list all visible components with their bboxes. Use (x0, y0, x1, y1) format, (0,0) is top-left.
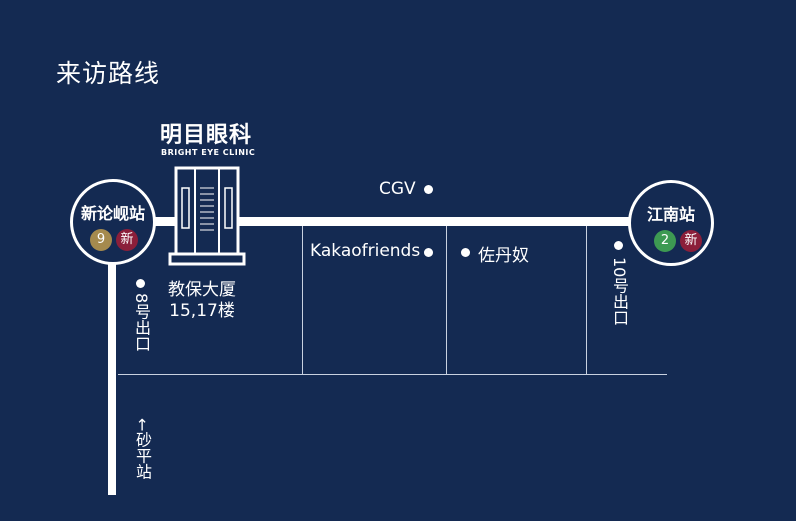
poi-kakaofriends-marker (424, 248, 433, 257)
south-road (108, 250, 116, 495)
building-label: 教保大厦 15,17楼 (168, 280, 236, 322)
poi-zuodannu: 佐丹奴 (478, 246, 529, 266)
station-gangnam: 江南站 2 新 (628, 180, 714, 266)
side-street-1 (302, 226, 303, 374)
line-badge: 9 (90, 229, 112, 251)
exit-10-marker (614, 241, 623, 250)
main-road (110, 217, 690, 226)
exit-8-marker (136, 279, 145, 288)
poi-kakaofriends: Kakaofriends (310, 241, 421, 261)
station-name: 江南站 (646, 205, 695, 224)
building-name: 教保大厦 (168, 280, 236, 300)
line-badge: 新 (680, 230, 702, 252)
side-street-2 (446, 226, 447, 374)
building-icon (168, 166, 246, 266)
building-floors: 15,17楼 (169, 301, 235, 321)
station-name: 新论岘站 (80, 204, 145, 223)
poi-cgv: CGV (379, 179, 416, 199)
clinic-name: 明目眼科 (160, 123, 253, 148)
poi-cgv-marker (424, 185, 433, 194)
page-title: 来访路线 (56, 59, 161, 88)
line-badge: 2 (654, 230, 676, 252)
side-street-3 (586, 226, 587, 374)
clinic-name-en: BRIGHT EYE CLINIC (161, 148, 256, 157)
direction-label: ←砂平站 (133, 418, 152, 480)
line-badge: 新 (116, 229, 138, 251)
exit-10-label: 10号出口 (610, 257, 629, 326)
station-sinnonhyeon: 新论岘站 9 新 (70, 179, 156, 265)
exit-8-label: 8号出口 (132, 293, 151, 352)
poi-zuodannu-marker (461, 248, 470, 257)
cross-street (118, 374, 667, 375)
